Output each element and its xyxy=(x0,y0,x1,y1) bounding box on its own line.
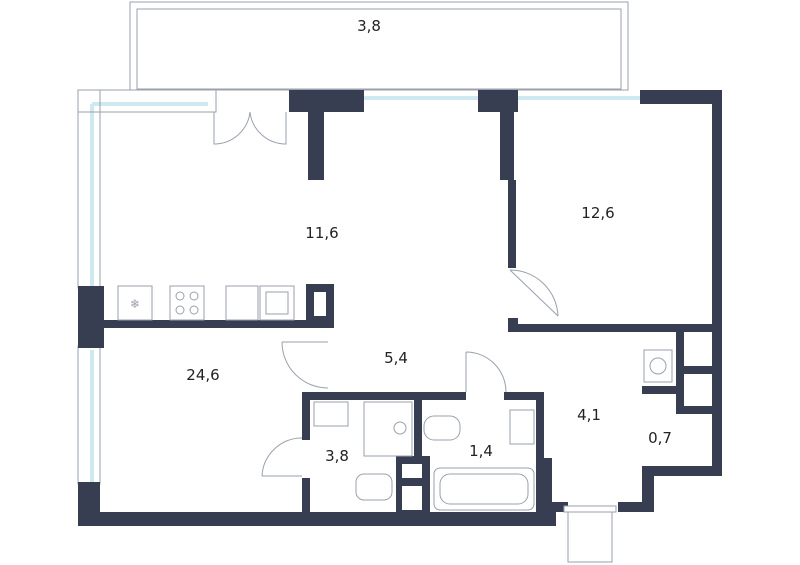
bath-sink xyxy=(313,401,349,427)
wall-bath-top xyxy=(302,392,466,400)
area-entrance: 4,1 xyxy=(577,406,601,424)
riser-inner-b xyxy=(402,486,422,510)
wall-bedroom-top xyxy=(500,104,514,180)
wall-entrance-bottom xyxy=(618,502,654,512)
walls xyxy=(78,90,722,526)
washing-machine-drum xyxy=(649,357,667,375)
burner-1 xyxy=(175,291,185,301)
door-balcony-left xyxy=(213,111,251,145)
wall-closet-left xyxy=(676,332,684,414)
wall-bedroom-corner xyxy=(508,318,518,332)
burner-2 xyxy=(189,291,199,301)
wall-stub-kitchen xyxy=(308,112,324,180)
area-hall: 5,4 xyxy=(384,349,408,367)
door-bedroom xyxy=(509,269,559,317)
wall-bath-left-a xyxy=(302,392,310,440)
door-entrance xyxy=(567,510,613,563)
fridge xyxy=(117,285,153,321)
kitchen-sink-basin xyxy=(265,291,289,315)
wall-kitchen-bottom xyxy=(104,320,308,328)
toilet-bath xyxy=(355,473,393,501)
wall-bath-mid xyxy=(414,398,422,456)
shower-drain xyxy=(393,421,407,435)
area-balcony: 3,8 xyxy=(357,17,381,35)
stove xyxy=(169,285,205,321)
burner-3 xyxy=(175,305,185,315)
balcony xyxy=(129,1,629,91)
entrance-threshold xyxy=(563,505,617,513)
area-living: 24,6 xyxy=(186,366,219,384)
wall-bedroom-bottom xyxy=(518,324,712,332)
door-bathroom xyxy=(261,437,303,477)
wall-left-pillar xyxy=(78,286,104,348)
door-balcony-right xyxy=(249,111,287,145)
wall-bottom-door xyxy=(550,502,568,512)
wall-top-mid xyxy=(289,90,364,112)
door-living xyxy=(281,341,329,389)
area-wc: 1,4 xyxy=(469,442,493,460)
riser-inner-a xyxy=(402,464,422,478)
wall-bedroom-left xyxy=(508,180,516,268)
kitchen-fixtures: ❄ xyxy=(117,285,295,321)
toilet-wc xyxy=(423,415,461,441)
window-frame-living xyxy=(77,345,101,485)
area-bedroom: 12,6 xyxy=(581,204,614,222)
wc-sink xyxy=(509,409,535,445)
area-kitchen: 11,6 xyxy=(305,224,338,242)
door-wc xyxy=(465,351,507,393)
wall-closet-shelf xyxy=(642,386,682,394)
wall-top-right xyxy=(640,90,722,104)
wall-bath-left-b xyxy=(302,478,310,518)
wall-closet-bottom xyxy=(676,406,712,414)
bathtub-basin xyxy=(439,473,529,505)
dishwasher xyxy=(225,285,259,321)
windows xyxy=(77,89,640,485)
wall-right-bottom xyxy=(642,466,722,476)
wall-wc-top xyxy=(504,392,544,400)
wall-closet-mid xyxy=(684,366,712,374)
wall-right-step xyxy=(642,466,654,512)
balcony-railing xyxy=(136,8,622,90)
window-frame-top xyxy=(77,89,217,113)
window-frame-left xyxy=(77,89,101,289)
area-closet: 0,7 xyxy=(648,429,672,447)
wall-wc-right xyxy=(536,392,544,518)
bathroom-fixtures xyxy=(313,349,673,511)
snowflake-icon: ❄ xyxy=(130,297,140,311)
duct-inner xyxy=(314,292,326,316)
wall-right xyxy=(712,104,722,476)
balcony-outline xyxy=(129,1,629,91)
wall-bottom xyxy=(78,512,556,526)
area-bathroom: 3,8 xyxy=(325,447,349,465)
burner-4 xyxy=(189,305,199,315)
doors xyxy=(213,111,617,563)
